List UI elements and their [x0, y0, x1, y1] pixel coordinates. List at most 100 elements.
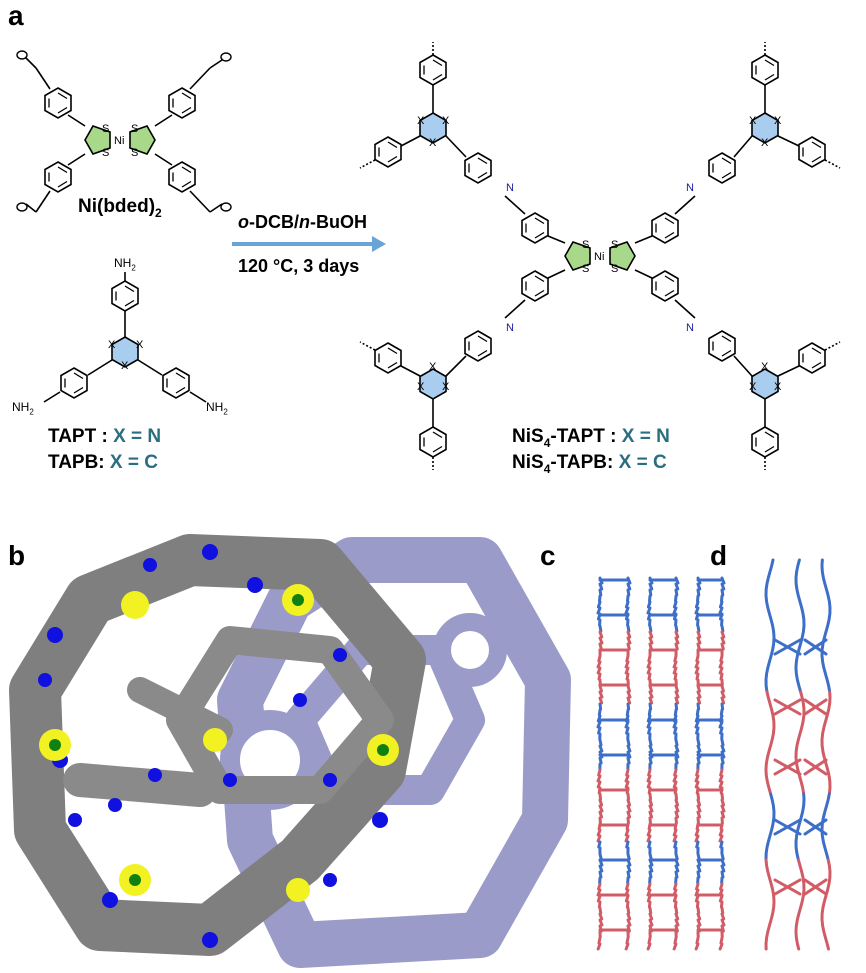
- stack-c-strand: [648, 810, 654, 819]
- stack-d-strand: [824, 672, 829, 681]
- stack-c-strand: [696, 582, 702, 591]
- stack-c-strand: [696, 918, 702, 927]
- stack-c-strand: [596, 834, 602, 843]
- stack-d-strand: [764, 582, 769, 591]
- stack-c-strand: [598, 684, 603, 693]
- stack-c-strand: [646, 774, 652, 783]
- stack-d-strand: [823, 846, 828, 855]
- stack-d-strand: [820, 744, 825, 753]
- stack-c-strand: [672, 666, 678, 675]
- stack-c-strand: [672, 894, 678, 903]
- stack-c-strand: [695, 900, 700, 909]
- stack-c-strand: [674, 624, 679, 633]
- stack-d-strand: [795, 588, 800, 597]
- stack-c-strand: [646, 888, 652, 897]
- stack-c-strand: [624, 720, 630, 729]
- stack-d-cross: [803, 698, 828, 716]
- stack-c-strand: [648, 792, 653, 801]
- stack-c-strand: [719, 936, 724, 945]
- stack-c-strand: [696, 738, 701, 747]
- stack-c-strand: [718, 600, 724, 609]
- stack-c-strand: [625, 708, 630, 717]
- panel-label-a: a: [8, 0, 24, 31]
- stack-c-strand: [720, 918, 726, 927]
- stack-c-strand: [694, 666, 700, 675]
- stack-c-strand: [696, 864, 702, 873]
- stack-c-strand: [646, 834, 652, 843]
- stack-d-strand: [794, 582, 799, 591]
- stack-d-strand: [765, 690, 770, 699]
- stack-c-strand: [647, 708, 652, 717]
- stack-d-strand: [800, 894, 805, 903]
- stack-c-strand: [624, 942, 630, 951]
- stack-d-strand: [768, 612, 773, 621]
- stack-d-strand: [794, 918, 799, 927]
- stack-c-strand: [720, 912, 726, 921]
- stack-d-strand: [765, 576, 770, 585]
- stack-d-strand: [767, 744, 772, 753]
- stack-c-strand: [696, 792, 701, 801]
- stack-c-strand: [674, 690, 680, 699]
- x-atom-label: X: [429, 361, 437, 373]
- s-atom-label: S: [611, 263, 618, 275]
- stack-c-strand: [626, 588, 631, 597]
- n-atom-label: N: [506, 182, 514, 194]
- stack-c-strand: [673, 882, 678, 891]
- nis4-tapb-legend: NiS4-TAPB: X = C: [512, 452, 667, 476]
- stack-c-strand: [720, 582, 726, 591]
- stack-d-strand: [800, 630, 805, 639]
- stack-c-strand: [626, 810, 632, 819]
- stack-c-strand: [674, 870, 679, 879]
- stack-c-strand: [719, 882, 724, 891]
- stack-c-strand: [626, 744, 632, 753]
- stack-c-strand: [646, 720, 652, 729]
- stack-c-strand: [646, 606, 652, 615]
- stack-c-strand: [694, 894, 700, 903]
- stack-c-strand: [674, 756, 679, 765]
- stack-c-strand: [696, 810, 702, 819]
- stack-c-strand: [596, 780, 602, 789]
- stack-c-strand: [648, 582, 654, 591]
- stack-c-strand: [720, 744, 726, 753]
- stack-c-strand: [647, 654, 652, 663]
- stack-c-strand: [598, 690, 604, 699]
- x-atom-label: X: [417, 381, 425, 393]
- stack-c-strand: [696, 588, 701, 597]
- stack-c-strand: [646, 942, 652, 951]
- stack-c-strand: [598, 756, 603, 765]
- nickel-atoms: [49, 594, 389, 886]
- stack-c-strand: [626, 738, 631, 747]
- stack-c-strand: [624, 774, 630, 783]
- stack-d-strand: [827, 864, 832, 873]
- stack-c-strand: [673, 840, 678, 849]
- stack-c-strand: [626, 864, 632, 873]
- stack-d-strand: [799, 780, 804, 789]
- stack-c-strand: [720, 864, 726, 873]
- stack-d-strand: [767, 570, 772, 579]
- n-atom-label: N: [686, 322, 694, 334]
- stack-d-strand: [765, 666, 770, 675]
- stack-c-strand: [596, 606, 602, 615]
- stack-d-cross: [773, 758, 802, 776]
- stack-c-strand: [597, 654, 602, 663]
- stack-d-strand: [765, 600, 770, 609]
- stack-d-strand: [796, 858, 802, 867]
- x-atom-label: X: [442, 115, 450, 127]
- nitrogen-atoms: [38, 544, 388, 948]
- stack-c-strand: [598, 630, 604, 639]
- stack-c-strand: [624, 666, 630, 675]
- stack-d-strand: [799, 810, 805, 819]
- stack-d-strand: [765, 780, 771, 789]
- stack-d-strand: [767, 834, 772, 843]
- stack-d-strand: [768, 654, 773, 663]
- stack-d-strand: [795, 942, 801, 951]
- stack-c-strand: [672, 834, 678, 843]
- stack-c-strand: [674, 738, 679, 747]
- s-atom-label: S: [582, 263, 589, 275]
- stack-c-strand: [719, 672, 724, 681]
- stack-c-strand: [694, 660, 700, 669]
- stack-c-strand: [648, 588, 653, 597]
- stack-c-strand: [694, 720, 700, 729]
- stack-c-strand: [720, 792, 725, 801]
